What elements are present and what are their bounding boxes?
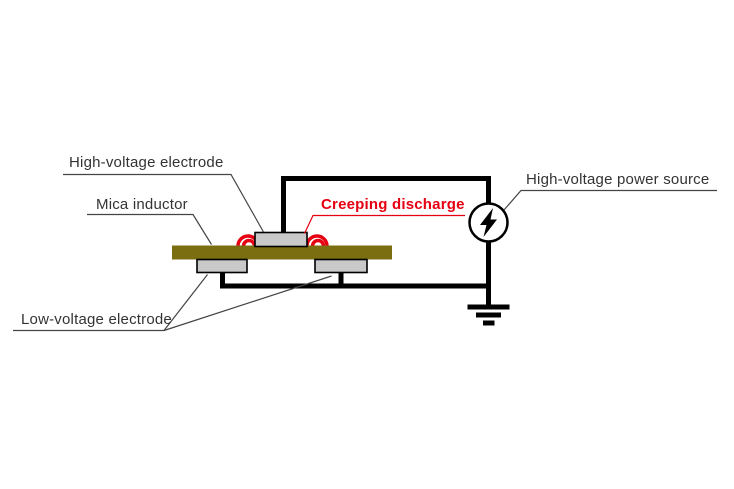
- wire-top-loop: [281, 176, 491, 234]
- label-leader-lines: [13, 173, 717, 332]
- leader-high-voltage-electrode: [63, 173, 265, 233]
- label-high-voltage-power-source: High-voltage power source: [526, 171, 710, 188]
- low-voltage-electrode-right-shape: [314, 258, 368, 274]
- leader-creeping-discharge: [303, 214, 465, 234]
- label-creeping-discharge: Creeping discharge: [321, 196, 465, 213]
- label-low-voltage-electrode: Low-voltage electrode: [21, 311, 172, 328]
- leader-high-voltage-power-source: [503, 189, 717, 211]
- label-mica-inductor: Mica inductor: [96, 196, 188, 213]
- high-voltage-electrode-shape: [254, 231, 308, 248]
- lightning-bolt-in-circle-icon: [468, 202, 509, 243]
- discharge-arc-right-inner: [310, 238, 326, 247]
- leader-low-voltage-electrode-right: [163, 275, 332, 332]
- leader-mica-inductor: [87, 213, 213, 245]
- mica-inductor-bar: [172, 245, 392, 260]
- discharge-arc-left-inner: [241, 238, 257, 247]
- low-voltage-electrode-left-shape: [196, 258, 248, 274]
- earth-ground-icon: [467, 304, 510, 326]
- lightning-bolt-glyph: [480, 208, 497, 237]
- label-high-voltage-electrode: High-voltage electrode: [69, 154, 224, 171]
